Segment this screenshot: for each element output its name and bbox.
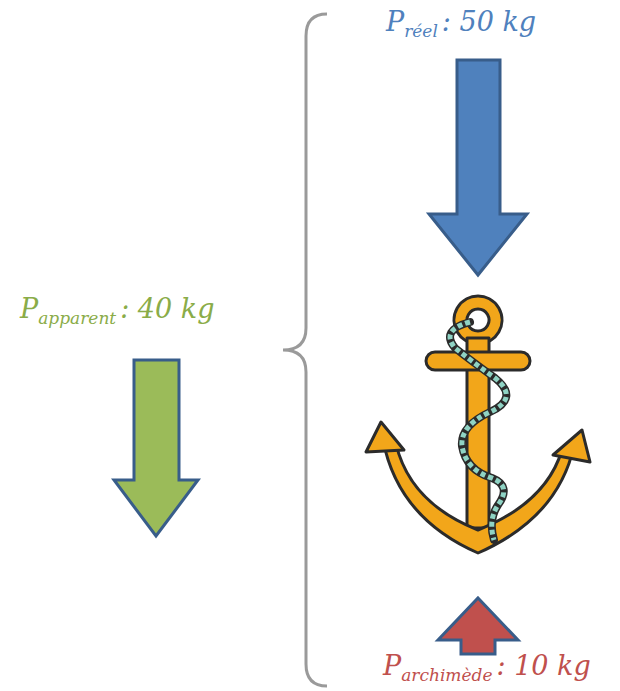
value: : 10 kg <box>496 650 590 681</box>
apparent-weight-arrow <box>114 360 198 536</box>
weight-arrow <box>429 60 527 275</box>
real-weight-label: Préel: 50 kg <box>386 6 536 41</box>
symbol: P <box>20 293 38 324</box>
symbol: P <box>383 650 401 681</box>
subscript: apparent <box>38 308 116 328</box>
symbol: P <box>386 6 404 37</box>
curly-brace <box>283 14 327 686</box>
anchor-rope <box>450 322 506 540</box>
buoyancy-arrow <box>438 598 518 654</box>
buoyancy-label: Parchimède: 10 kg <box>383 650 591 685</box>
subscript: réel <box>404 21 438 41</box>
subscript: archimède <box>401 665 492 685</box>
anchor-illustration <box>366 296 590 553</box>
apparent-weight-label: Papparent: 40 kg <box>20 293 214 328</box>
value: : 40 kg <box>120 293 214 324</box>
value: : 50 kg <box>442 6 536 37</box>
